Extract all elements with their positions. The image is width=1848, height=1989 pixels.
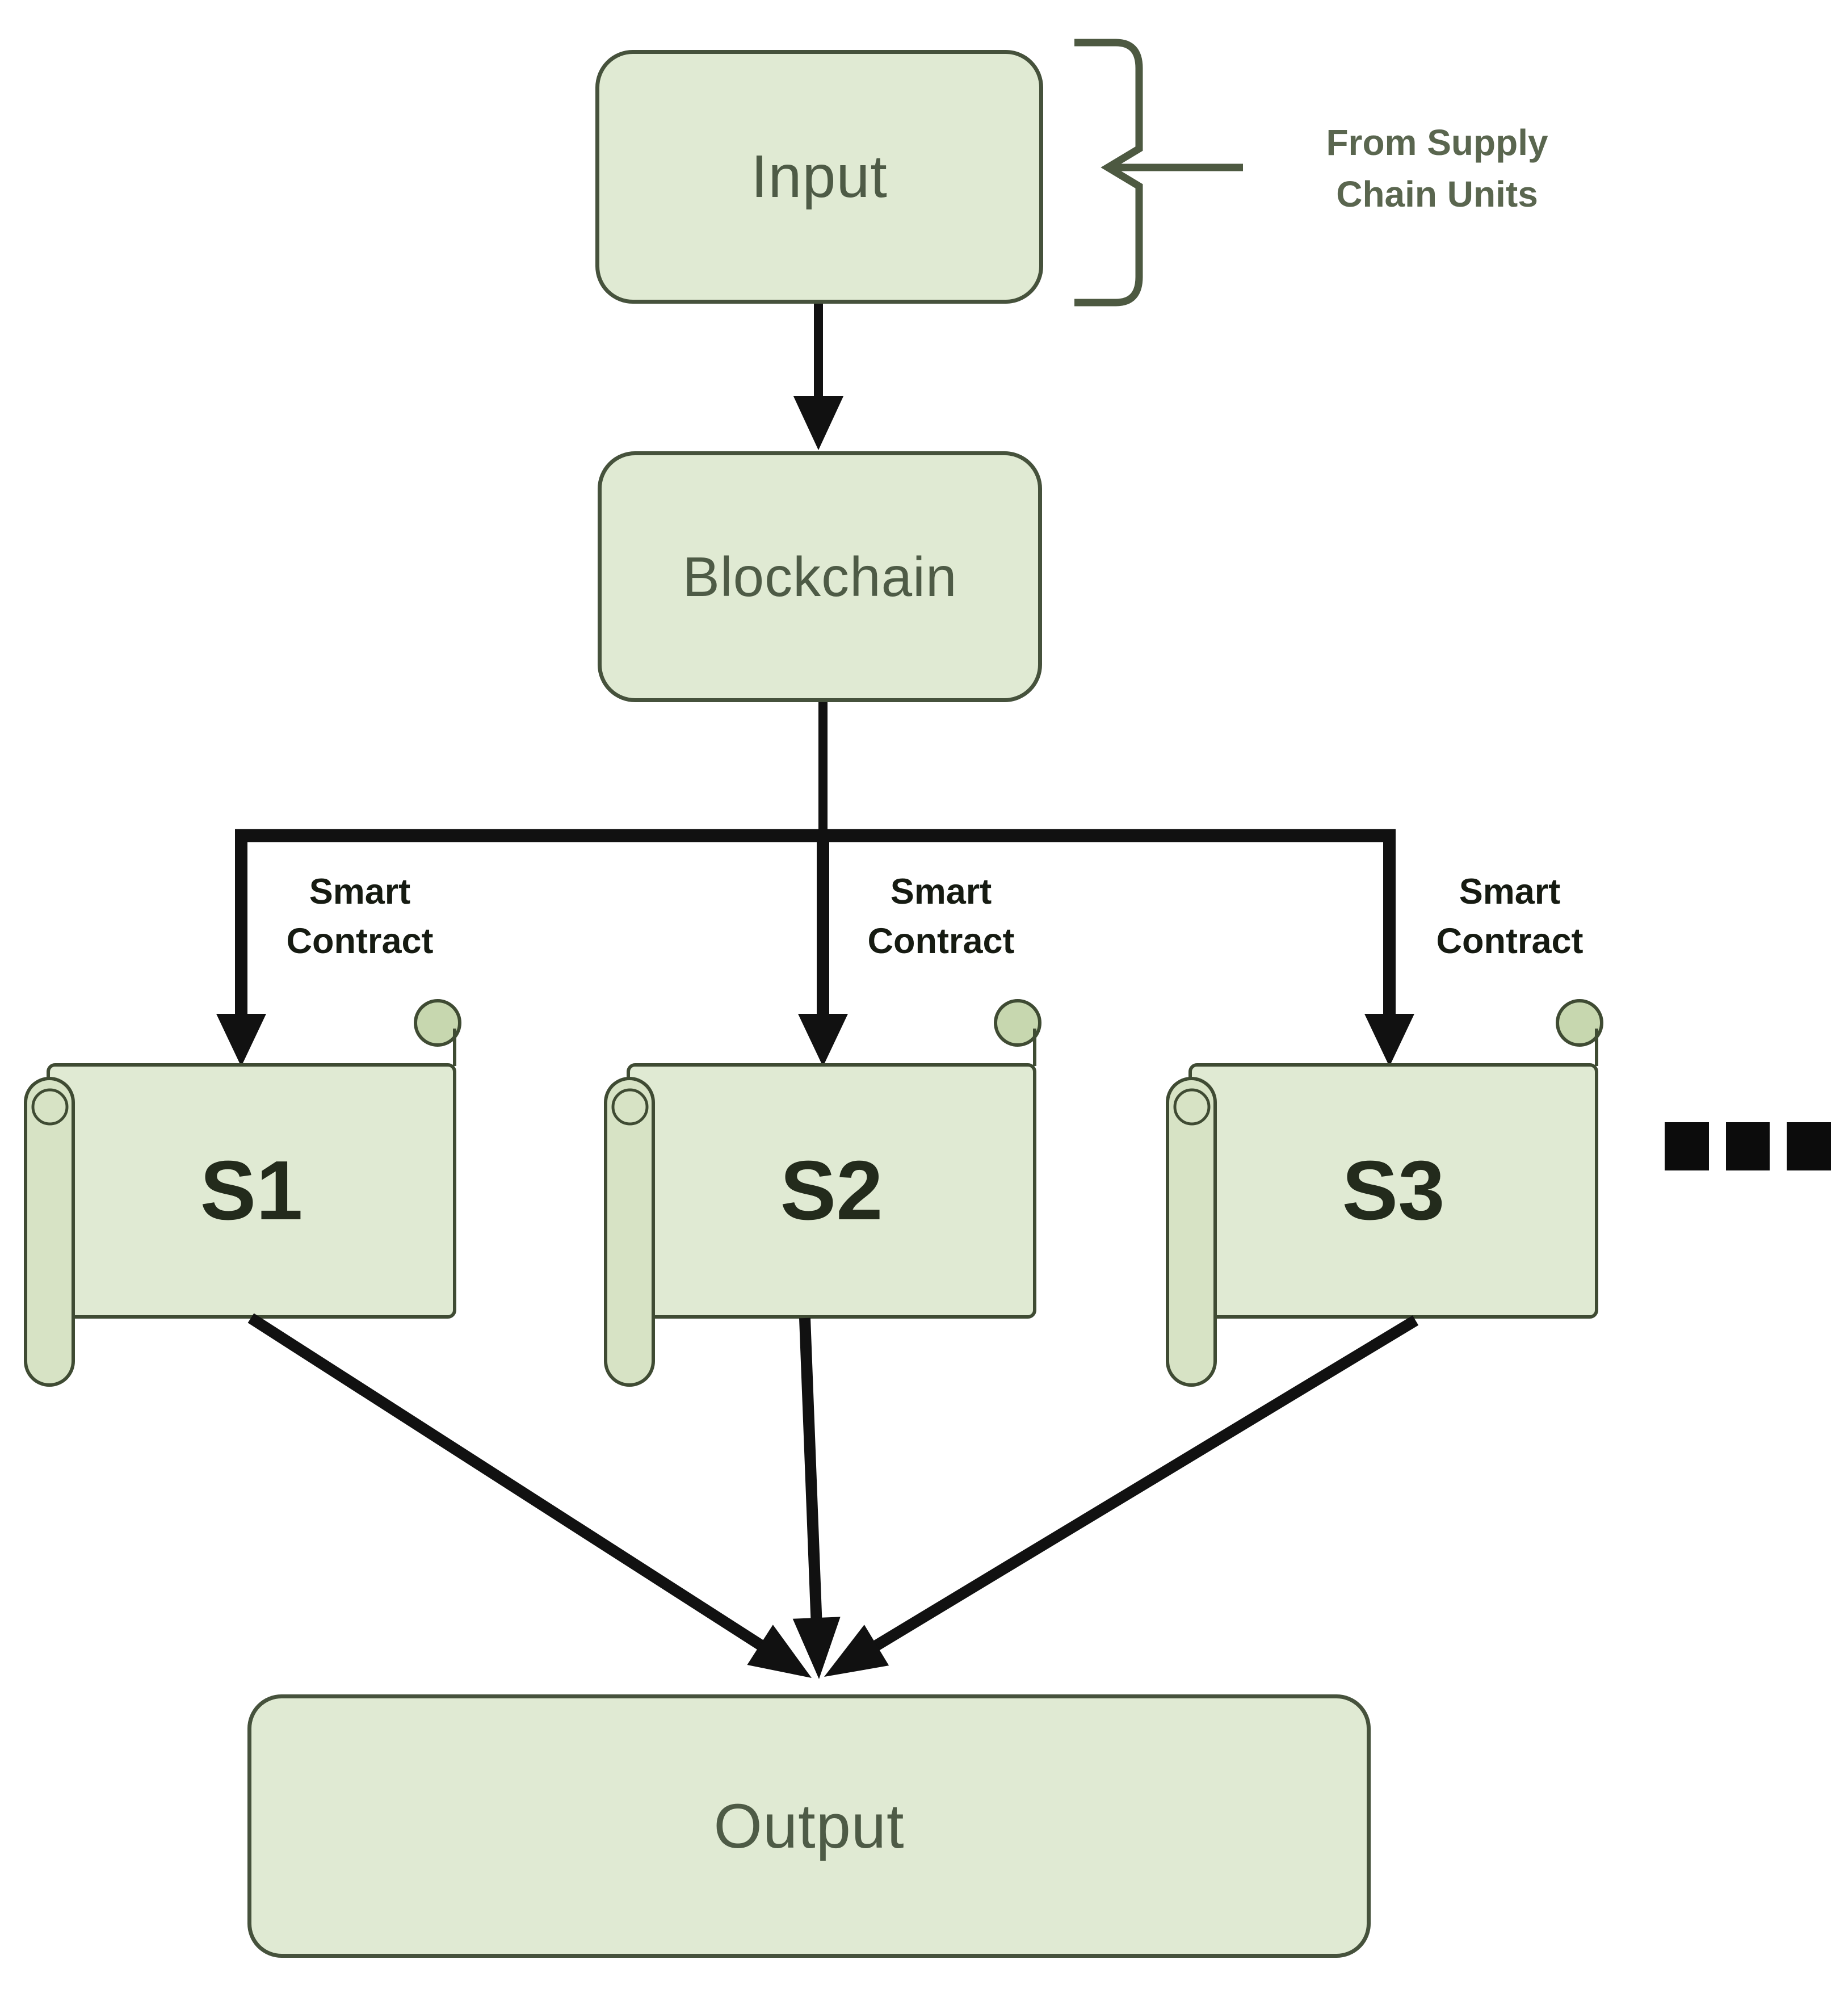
node-blockchain-label: Blockchain — [682, 545, 957, 608]
node-input: Input — [595, 50, 1043, 304]
node-blockchain: Blockchain — [598, 451, 1042, 702]
arrow-s2-to-output — [792, 1317, 841, 1679]
scroll-s1-label: S1 — [200, 1144, 303, 1237]
scroll-s3-shape — [1166, 999, 1603, 1387]
scroll-s3-label: S3 — [1342, 1144, 1445, 1237]
node-output: Output — [247, 1694, 1371, 1958]
arrow-s3-to-output — [824, 1315, 1419, 1677]
arrow-input-to-blockchain — [793, 303, 843, 450]
edge-label-smart-contract-1: Smart Contract — [286, 872, 434, 961]
edge-label-smart-contract-2: Smart Contract — [867, 872, 1015, 961]
scroll-s2-label: S2 — [780, 1144, 883, 1237]
edge-label-smart-contract-3: Smart Contract — [1436, 872, 1584, 961]
arrow-s1-to-output — [247, 1313, 812, 1678]
arrow-bus-to-s3 — [1364, 829, 1414, 1067]
node-output-label: Output — [713, 1791, 905, 1861]
node-input-label: Input — [751, 143, 888, 210]
annotation-from-supply-chain-units: From Supply Chain Units — [1326, 122, 1548, 215]
scroll-s1-shape — [24, 999, 461, 1387]
brace-icon — [1074, 39, 1243, 307]
arrow-bus-to-s1 — [216, 829, 266, 1067]
ellipsis-icon — [1665, 1122, 1831, 1170]
arrow-bus-to-s2 — [798, 829, 848, 1067]
scroll-s2-shape — [604, 999, 1041, 1387]
